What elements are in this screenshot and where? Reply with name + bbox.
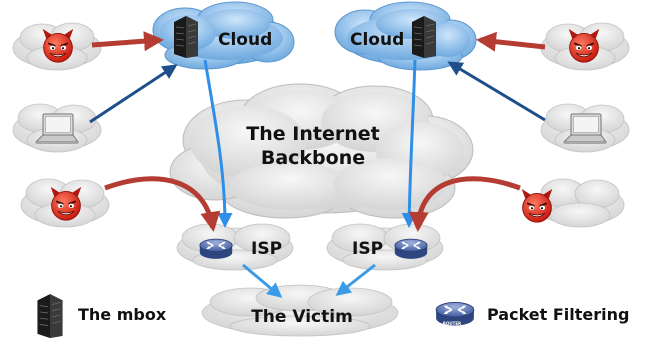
victim-label: The Victim xyxy=(251,307,353,327)
attack-arrow-bottom-right xyxy=(408,176,521,232)
cloud-left-label: Cloud xyxy=(218,30,272,50)
attack-arrow-bottom-left xyxy=(104,176,221,232)
attack-arrow-top-left xyxy=(91,31,164,52)
cloud-link-right xyxy=(401,59,417,228)
router-icon xyxy=(199,238,233,260)
user-arrow-right xyxy=(447,61,546,122)
server-icon xyxy=(411,15,437,58)
user-arrow-left xyxy=(89,64,178,124)
cloud-isp-left xyxy=(176,223,294,271)
internet-label-line2: Backbone xyxy=(261,147,365,169)
cloud-link-left xyxy=(203,59,233,228)
devil-icon xyxy=(520,188,554,224)
isp-left-label: ISP xyxy=(251,239,282,259)
victim-arrow-right xyxy=(335,263,376,296)
legend-mbox-label: The mbox xyxy=(78,305,167,324)
server-icon xyxy=(37,293,63,338)
devil-icon xyxy=(49,186,83,222)
server-icon xyxy=(173,15,199,58)
cloud-right-label: Cloud xyxy=(350,30,404,50)
devil-icon xyxy=(567,28,601,64)
cloud-attacker-bottom-right xyxy=(535,178,625,228)
attack-arrow-top-right xyxy=(476,31,546,52)
devil-icon xyxy=(41,28,75,64)
internet-backbone-cloud xyxy=(169,83,474,219)
internet-label-line1: The Internet xyxy=(246,123,379,145)
legend-packet-filtering-label: Packet Filtering xyxy=(487,305,629,324)
isp-right-label: ISP xyxy=(352,239,383,259)
cloud-isp-right xyxy=(326,223,444,271)
router-icon xyxy=(394,238,428,260)
victim-arrow-left xyxy=(242,263,283,298)
router-legend-caption: ROUTER xyxy=(443,321,461,326)
